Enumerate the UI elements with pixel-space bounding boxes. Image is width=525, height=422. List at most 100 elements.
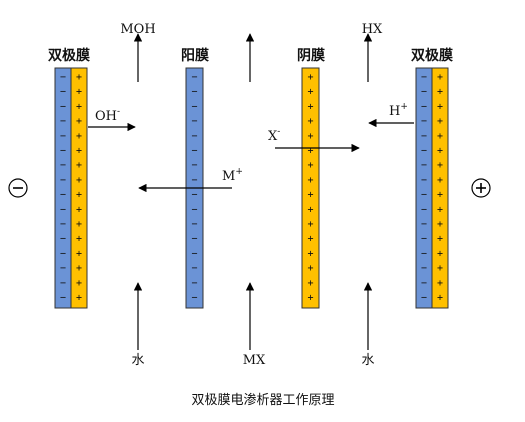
- charge-sign-plus: +: [307, 190, 313, 201]
- charge-sign-plus: +: [76, 190, 82, 201]
- charge-sign-minus: −: [60, 175, 66, 186]
- output-label-acid: HX: [362, 22, 383, 37]
- diagram-caption: 双极膜电渗析器工作原理: [191, 393, 334, 408]
- charge-sign-plus: +: [307, 101, 313, 112]
- charge-sign-minus: −: [191, 116, 197, 127]
- charge-sign-minus: −: [60, 131, 66, 142]
- charge-sign-minus: −: [191, 278, 197, 289]
- charge-sign-plus: +: [437, 190, 443, 201]
- charge-sign-plus: +: [76, 175, 82, 186]
- bipolar-left-plus-signs: ++++++++++++++++: [76, 72, 82, 304]
- charge-sign-plus: +: [76, 204, 82, 215]
- charge-sign-plus: +: [437, 175, 443, 186]
- charge-sign-minus: −: [191, 293, 197, 304]
- charge-sign-plus: +: [307, 263, 313, 274]
- charge-sign-minus: −: [191, 160, 197, 171]
- bipolar-left-yellow-layer: [70, 67, 88, 309]
- charge-sign-minus: −: [191, 146, 197, 157]
- charge-sign-plus: +: [307, 146, 313, 157]
- charge-sign-minus: −: [60, 263, 66, 274]
- charge-sign-minus: −: [191, 72, 197, 83]
- charge-sign-minus: −: [60, 278, 66, 289]
- charge-sign-plus: +: [307, 175, 313, 186]
- charge-sign-plus: +: [437, 131, 443, 142]
- anion-membrane-body: [301, 67, 320, 309]
- bipolar-right-yellow-layer: [431, 67, 449, 309]
- charge-sign-plus: +: [307, 248, 313, 259]
- charge-sign-plus: +: [307, 219, 313, 230]
- charge-sign-plus: +: [76, 263, 82, 274]
- charge-sign-plus: +: [307, 293, 313, 304]
- cation-membrane-minus-signs: −−−−−−−−−−−−−−−−: [191, 72, 197, 304]
- ion-label-hydroxide: OH-: [95, 107, 120, 124]
- charge-sign-plus: +: [437, 234, 443, 245]
- charge-sign-plus: +: [76, 293, 82, 304]
- charge-sign-minus: −: [421, 190, 427, 201]
- positive-electrode-icon: [471, 178, 491, 198]
- charge-sign-minus: −: [191, 175, 197, 186]
- charge-sign-plus: +: [307, 116, 313, 127]
- charge-sign-minus: −: [191, 248, 197, 259]
- charge-sign-minus: −: [191, 219, 197, 230]
- membrane-label-bipolar-right: 双极膜: [411, 47, 453, 64]
- charge-sign-minus: −: [60, 234, 66, 245]
- charge-sign-plus: +: [307, 278, 313, 289]
- charge-sign-minus: −: [421, 175, 427, 186]
- negative-electrode-icon: [8, 178, 28, 198]
- charge-sign-minus: −: [421, 101, 427, 112]
- charge-sign-minus: −: [421, 219, 427, 230]
- charge-sign-plus: +: [437, 278, 443, 289]
- bipolar-membrane-right: −−−−−−−−−−−−−−−− ++++++++++++++++: [415, 67, 449, 309]
- charge-sign-plus: +: [437, 219, 443, 230]
- charge-sign-plus: +: [437, 293, 443, 304]
- charge-sign-plus: +: [307, 234, 313, 245]
- charge-sign-minus: −: [60, 160, 66, 171]
- bipolar-left-minus-signs: −−−−−−−−−−−−−−−−: [60, 72, 66, 304]
- charge-sign-plus: +: [437, 146, 443, 157]
- charge-sign-minus: −: [60, 190, 66, 201]
- anion-membrane-plus-signs: ++++++++++++++++: [307, 72, 313, 304]
- ion-label-anion: X-: [268, 127, 280, 144]
- input-label-water-right: 水: [361, 353, 374, 368]
- charge-sign-minus: −: [191, 263, 197, 274]
- ion-label-metal-cation: M+: [222, 167, 243, 184]
- output-label-base: MOH: [120, 22, 155, 37]
- charge-sign-minus: −: [60, 101, 66, 112]
- bipolar-right-minus-signs: −−−−−−−−−−−−−−−−: [421, 72, 427, 304]
- charge-sign-minus: −: [60, 72, 66, 83]
- charge-sign-plus: +: [76, 87, 82, 98]
- charge-sign-plus: +: [437, 87, 443, 98]
- charge-sign-plus: +: [76, 248, 82, 259]
- input-label-salt: MX: [243, 353, 266, 368]
- charge-sign-plus: +: [76, 160, 82, 171]
- membrane-label-cation: 阳膜: [181, 47, 209, 64]
- charge-sign-plus: +: [76, 116, 82, 127]
- charge-sign-minus: −: [191, 234, 197, 245]
- charge-sign-plus: +: [76, 101, 82, 112]
- charge-sign-plus: +: [437, 204, 443, 215]
- charge-sign-plus: +: [307, 87, 313, 98]
- charge-sign-minus: −: [421, 248, 427, 259]
- charge-sign-plus: +: [437, 116, 443, 127]
- bipolar-membrane-left: −−−−−−−−−−−−−−−− ++++++++++++++++: [54, 67, 88, 309]
- charge-sign-minus: −: [60, 87, 66, 98]
- charge-sign-minus: −: [421, 234, 427, 245]
- charge-sign-minus: −: [421, 278, 427, 289]
- charge-sign-plus: +: [437, 160, 443, 171]
- charge-sign-minus: −: [421, 87, 427, 98]
- membrane-label-bipolar-left: 双极膜: [48, 47, 90, 64]
- charge-sign-minus: −: [191, 190, 197, 201]
- input-label-water-left: 水: [131, 353, 144, 368]
- anion-membrane: ++++++++++++++++: [301, 67, 320, 309]
- charge-sign-plus: +: [437, 263, 443, 274]
- charge-sign-minus: −: [421, 293, 427, 304]
- charge-sign-minus: −: [60, 248, 66, 259]
- charge-sign-minus: −: [421, 116, 427, 127]
- charge-sign-minus: −: [191, 131, 197, 142]
- charge-sign-plus: +: [76, 146, 82, 157]
- charge-sign-plus: +: [76, 278, 82, 289]
- ion-label-proton: H+: [389, 102, 408, 119]
- charge-sign-plus: +: [76, 72, 82, 83]
- charge-sign-minus: −: [421, 204, 427, 215]
